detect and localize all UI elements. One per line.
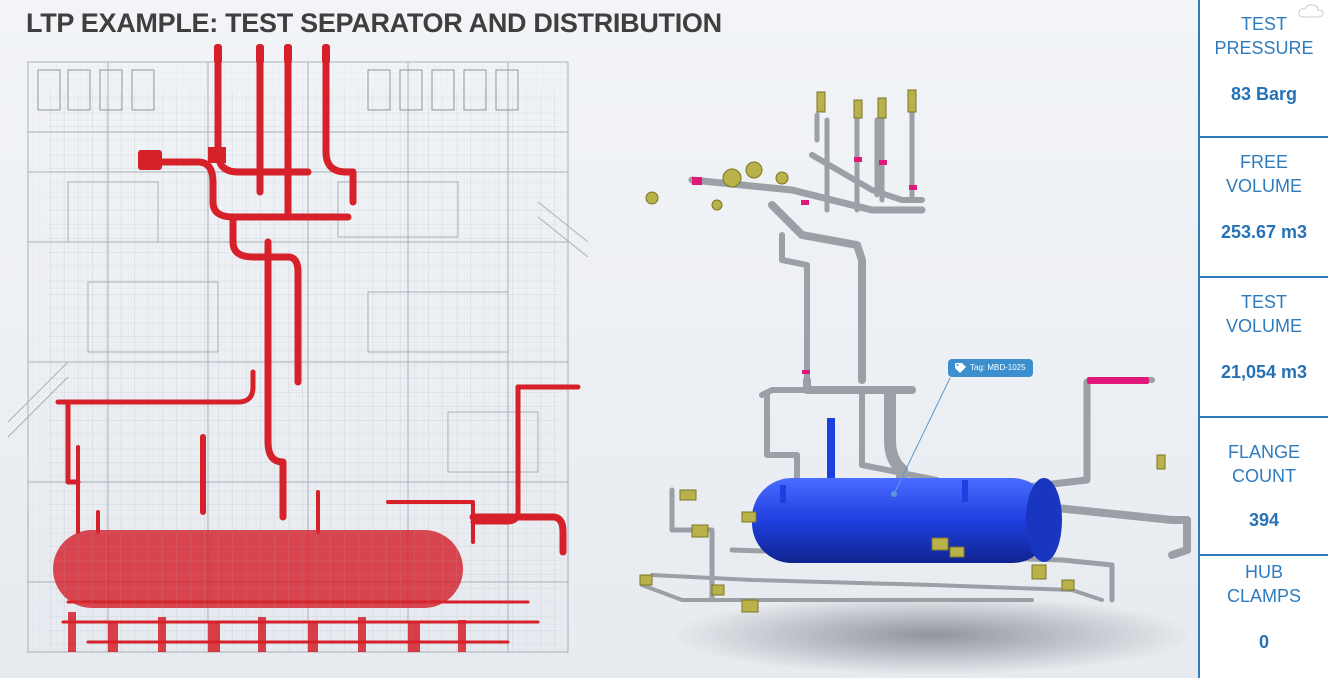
stat-value: 83 Barg — [1230, 84, 1298, 104]
stat-test-pressure: TEST PRESSURE 83 Barg — [1200, 0, 1328, 138]
stat-value: 253.67 m3 — [1220, 222, 1308, 242]
stat-value: 394 — [1248, 510, 1280, 530]
stat-label: TEST VOLUME — [1225, 292, 1303, 336]
stat-hub-clamps: HUB CLAMPS 0 — [1200, 556, 1328, 678]
stat-label: HUB CLAMPS — [1226, 562, 1302, 606]
tag-icon — [955, 363, 966, 373]
stat-free-volume: FREE VOLUME 253.67 m3 — [1200, 138, 1328, 278]
tag-callout[interactable]: Tag: MBD-1025 — [948, 359, 1033, 377]
cloud-icon — [1298, 4, 1324, 18]
tag-label: Tag: MBD-1025 — [970, 363, 1026, 372]
stat-value: 21,054 m3 — [1220, 362, 1308, 382]
3d-model-view[interactable] — [632, 60, 1197, 678]
stat-label: TEST PRESSURE — [1214, 14, 1314, 58]
3d-piping-model — [639, 89, 1192, 675]
stat-test-volume: TEST VOLUME 21,054 m3 — [1200, 278, 1328, 418]
stat-label: FREE VOLUME — [1225, 152, 1303, 196]
stat-flange-count: FLANGE COUNT 394 — [1200, 418, 1328, 556]
stat-label: FLANGE COUNT — [1227, 442, 1301, 486]
stat-value: 0 — [1258, 632, 1269, 652]
page-title: LTP EXAMPLE: TEST SEPARATOR AND DISTRIBU… — [26, 8, 722, 38]
stats-sidebar: TEST PRESSURE 83 Barg FREE VOLUME 253.67… — [1198, 0, 1328, 678]
wireframe-plant-drawing — [8, 44, 588, 653]
wireframe-plant-view[interactable] — [8, 42, 588, 678]
